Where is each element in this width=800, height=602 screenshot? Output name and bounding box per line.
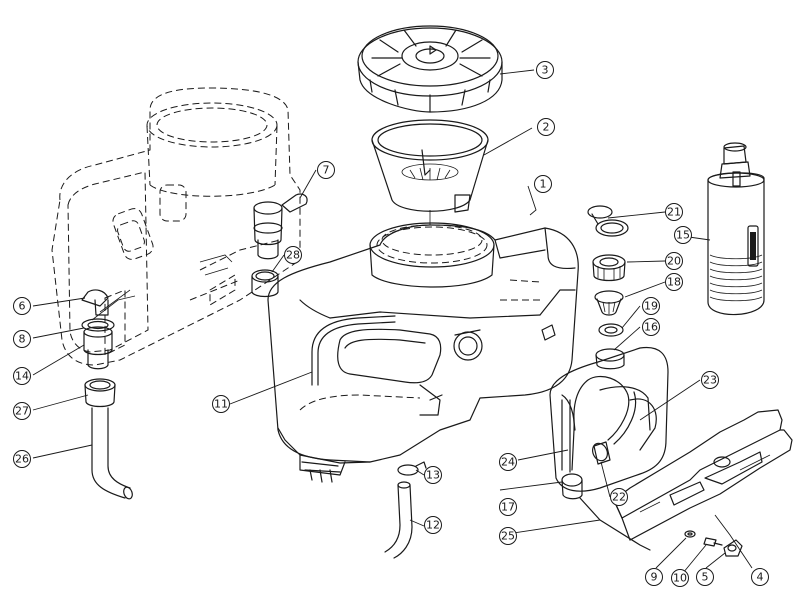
knob-5 [723, 539, 743, 557]
strainer-basket [371, 119, 489, 225]
callout-2: 2 [537, 118, 555, 136]
callout-6: 6 [13, 297, 31, 315]
callout-18-label: 18 [667, 276, 681, 289]
clamp-13 [397, 461, 427, 476]
washer-9 [684, 530, 696, 538]
gasket-19 [598, 323, 624, 337]
rear-tank-ghost [51, 87, 301, 366]
callout-3-label: 3 [542, 64, 549, 77]
callout-21-label: 21 [667, 206, 681, 219]
callout-1-label: 1 [540, 178, 547, 191]
small-tank-16 [549, 346, 669, 492]
callout-17: 17 [499, 498, 517, 516]
callout-1: 1 [534, 175, 552, 193]
callout-14-label: 14 [15, 370, 29, 383]
callout-2-label: 2 [543, 121, 550, 134]
callout-9: 9 [645, 568, 663, 586]
callout-12-label: 12 [426, 519, 440, 532]
hose-23 [573, 375, 630, 441]
callout-15: 15 [674, 226, 692, 244]
callout-16-label: 16 [644, 321, 658, 334]
callout-8: 8 [13, 330, 31, 348]
callout-11: 11 [212, 395, 230, 413]
fitting-22 [592, 441, 611, 465]
callout-13-label: 13 [426, 469, 440, 482]
callout-18: 18 [665, 273, 683, 291]
callout-7-label: 7 [323, 164, 330, 177]
callout-4: 4 [751, 568, 769, 586]
callout-15-label: 15 [676, 229, 690, 242]
hose-12 [384, 481, 413, 559]
callout-10: 10 [671, 569, 689, 587]
hose-11 [311, 315, 396, 386]
callout-28-label: 28 [286, 249, 300, 262]
main-tank [267, 222, 579, 483]
callout-27-label: 27 [15, 405, 29, 418]
callout-7: 7 [317, 161, 335, 179]
callout-25-label: 25 [501, 530, 515, 543]
cylinder-15 [707, 142, 765, 316]
fitting-17 [561, 473, 583, 500]
callout-5-label: 5 [702, 571, 709, 584]
callout-22-label: 22 [612, 491, 626, 504]
callout-4-label: 4 [757, 571, 764, 584]
callout-10-label: 10 [673, 572, 687, 585]
callout-25: 25 [499, 527, 517, 545]
callout-24: 24 [499, 453, 517, 471]
connector-7 [253, 193, 308, 260]
callout-8-label: 8 [19, 333, 26, 346]
callout-23: 23 [701, 371, 719, 389]
callout-26: 26 [13, 450, 31, 468]
callout-26-label: 26 [15, 453, 29, 466]
callout-3: 3 [536, 61, 554, 79]
strainer-18 [594, 290, 624, 316]
callout-22: 22 [610, 488, 628, 506]
callout-19-label: 19 [644, 300, 658, 313]
ring-28 [251, 269, 279, 298]
callout-17-label: 17 [501, 501, 515, 514]
callout-20-label: 20 [667, 255, 681, 268]
hose-24 [561, 394, 575, 471]
callout-9-label: 9 [651, 571, 658, 584]
fitting-14 [83, 326, 113, 370]
hose-25 [579, 497, 651, 551]
callout-14: 14 [13, 367, 31, 385]
callout-28: 28 [284, 246, 302, 264]
seal-8 [81, 318, 115, 332]
callout-23-label: 23 [703, 374, 717, 387]
cap-27 [84, 378, 116, 408]
callout-13: 13 [424, 466, 442, 484]
callout-11-label: 11 [214, 398, 228, 411]
callout-20: 20 [665, 252, 683, 270]
callout-27: 27 [13, 402, 31, 420]
valve-6 [81, 289, 109, 316]
cap-21 [587, 205, 629, 237]
callout-21: 21 [665, 203, 683, 221]
callout-12: 12 [424, 516, 442, 534]
nut-20 [592, 254, 626, 282]
hose-26 [91, 407, 133, 500]
callout-16: 16 [642, 318, 660, 336]
bracket-4 [613, 409, 793, 541]
callout-5: 5 [696, 568, 714, 586]
lid [357, 25, 503, 113]
callout-19: 19 [642, 297, 660, 315]
screw-10 [703, 537, 723, 547]
callout-6-label: 6 [19, 300, 26, 313]
callout-24-label: 24 [501, 456, 515, 469]
